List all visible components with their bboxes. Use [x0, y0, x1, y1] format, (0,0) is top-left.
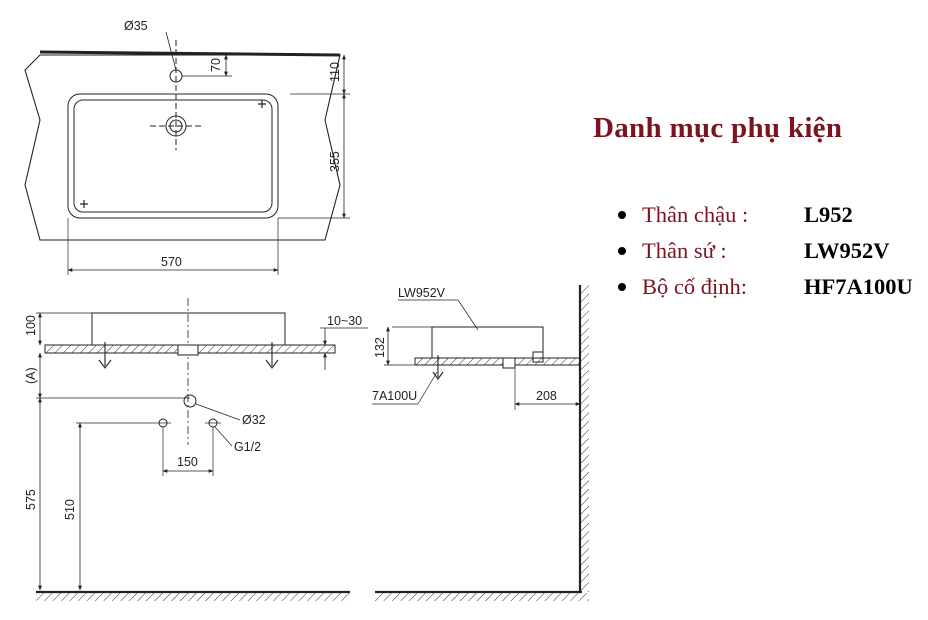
top-view-labels: Ø35 70 110 355 570 — [124, 19, 342, 269]
side-basin-body — [431, 326, 544, 359]
side-view-labels: LW952V 132 7A100U 208 — [372, 286, 557, 403]
drain-dia-label: Ø32 — [242, 413, 266, 427]
accessories-heading: Danh mục phụ kiện — [593, 112, 843, 144]
countertop-outline — [24, 54, 341, 241]
fixing-mark — [80, 200, 88, 208]
basin-outline — [67, 93, 279, 219]
side-bolt-right — [532, 351, 544, 363]
fixing-kit-label: 7A100U — [372, 389, 417, 403]
part-label: Thân chậu : — [642, 202, 749, 227]
top-margin-label: 110 — [328, 62, 342, 82]
wall-distance-label: 208 — [536, 389, 557, 403]
a-label: (A) — [24, 367, 38, 384]
front-bolt-right — [265, 342, 279, 369]
part-value: HF7A100U — [804, 274, 913, 299]
floor-to-counter-label: 575 — [24, 489, 38, 510]
bullet-icon — [618, 211, 626, 219]
top-view — [24, 31, 350, 275]
front-bolt-left — [98, 342, 112, 369]
side-drain — [502, 357, 516, 369]
front-view-labels: 100 10~30 (A) Ø32 G1/2 150 575 510 — [24, 314, 362, 520]
front-view — [36, 298, 368, 601]
side-height-label: 132 — [373, 337, 387, 358]
front-height-label: 100 — [24, 315, 38, 336]
supply-spacing-label: 150 — [177, 455, 198, 469]
side-view — [372, 285, 589, 601]
hole-offset-label: 70 — [209, 58, 223, 72]
drain-outlet — [177, 344, 199, 356]
part-value: L952 — [804, 202, 853, 227]
drain-pipe — [183, 394, 197, 408]
basin-body — [91, 312, 286, 346]
fixing-mark — [258, 100, 266, 108]
basin-inner — [73, 99, 273, 213]
wall-edge — [39, 50, 341, 57]
bullet-icon — [618, 247, 626, 255]
floor-to-supply-label: 510 — [63, 499, 77, 520]
model-label: LW952V — [398, 286, 446, 300]
bullet-icon — [618, 283, 626, 291]
hole-dia-label: Ø35 — [124, 19, 148, 33]
part-label: Bộ cố định: — [642, 274, 747, 299]
counter-thickness-label: 10~30 — [327, 314, 362, 328]
width-label: 570 — [161, 255, 182, 269]
supply-label: G1/2 — [234, 440, 261, 454]
part-label: Thân sứ : — [642, 238, 727, 263]
side-bolt-left — [432, 355, 444, 380]
part-value: LW952V — [804, 238, 890, 263]
depth-label: 355 — [328, 151, 342, 172]
side-countertop — [414, 357, 581, 366]
